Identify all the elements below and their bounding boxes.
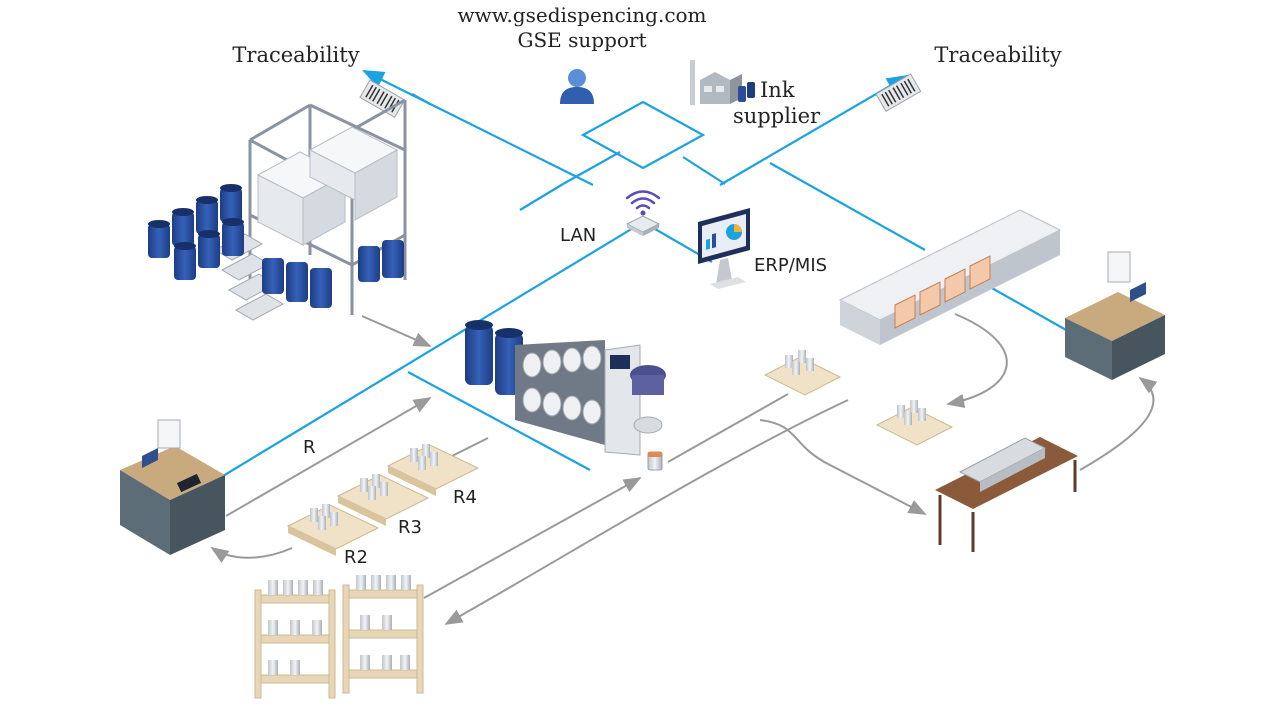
pallet-r2: [286, 504, 380, 556]
pallet-press-top: [763, 350, 842, 396]
operator-desk-left: [120, 419, 225, 555]
chart-monitor-icon: [698, 208, 750, 289]
wifi-router-icon: [625, 190, 661, 236]
arrow-proofer-to-desk: [1079, 376, 1158, 471]
r4-label: R4: [453, 487, 477, 508]
r-label: R: [303, 437, 316, 458]
ink-supplier-label-1: Ink: [760, 78, 795, 102]
arrow-can-to-station: [667, 393, 789, 463]
traceability-right-label: Traceability: [934, 43, 1061, 67]
pallet-press-bottom: [875, 400, 954, 446]
arrow-to-shelves: [444, 399, 849, 625]
support-label: GSE support: [517, 28, 646, 52]
ibc-tote: [308, 126, 399, 221]
network-hub: [580, 100, 706, 170]
ink-dispenser: [465, 320, 666, 456]
lan-label: LAN: [560, 225, 596, 246]
arrow-storage-to-dispenser: [361, 315, 432, 347]
ink-shelves: [254, 575, 424, 699]
proofing-table: [935, 437, 1078, 552]
ink-supplier-label-2: supplier: [733, 104, 821, 128]
person-icon: [560, 69, 594, 104]
website-label: www.gsedispencing.com: [457, 3, 706, 27]
r3-label: R3: [398, 517, 422, 538]
bulk-ink-storage: [148, 98, 407, 321]
arrow-pallets-to-desk: [210, 547, 293, 563]
pallet-r3: [336, 474, 430, 526]
ibc-tote: [256, 151, 347, 246]
single-ink-can: [647, 451, 663, 471]
factory-icon: [690, 60, 742, 105]
flow-arrows: [210, 313, 1158, 625]
printing-press: [838, 209, 1062, 345]
barcode-label-icon: [875, 73, 922, 113]
ink-can-icon: [738, 82, 755, 102]
network-lines: [212, 70, 1076, 483]
arrow-pallet-return: [451, 437, 489, 457]
ink-drums: [148, 188, 404, 308]
operator-desk-right: [1065, 251, 1165, 380]
arrow-desk-to-dispenser: [225, 397, 432, 517]
erp-label: ERP/MIS: [754, 255, 827, 276]
arrow-to-proofer: [759, 419, 927, 515]
pallet-r4: [386, 444, 480, 496]
arrow-press-to-station: [946, 313, 1008, 408]
traceability-left-label: Traceability: [232, 43, 359, 67]
arrow-shelves-to-can: [423, 477, 642, 599]
r2-label: R2: [344, 547, 368, 568]
